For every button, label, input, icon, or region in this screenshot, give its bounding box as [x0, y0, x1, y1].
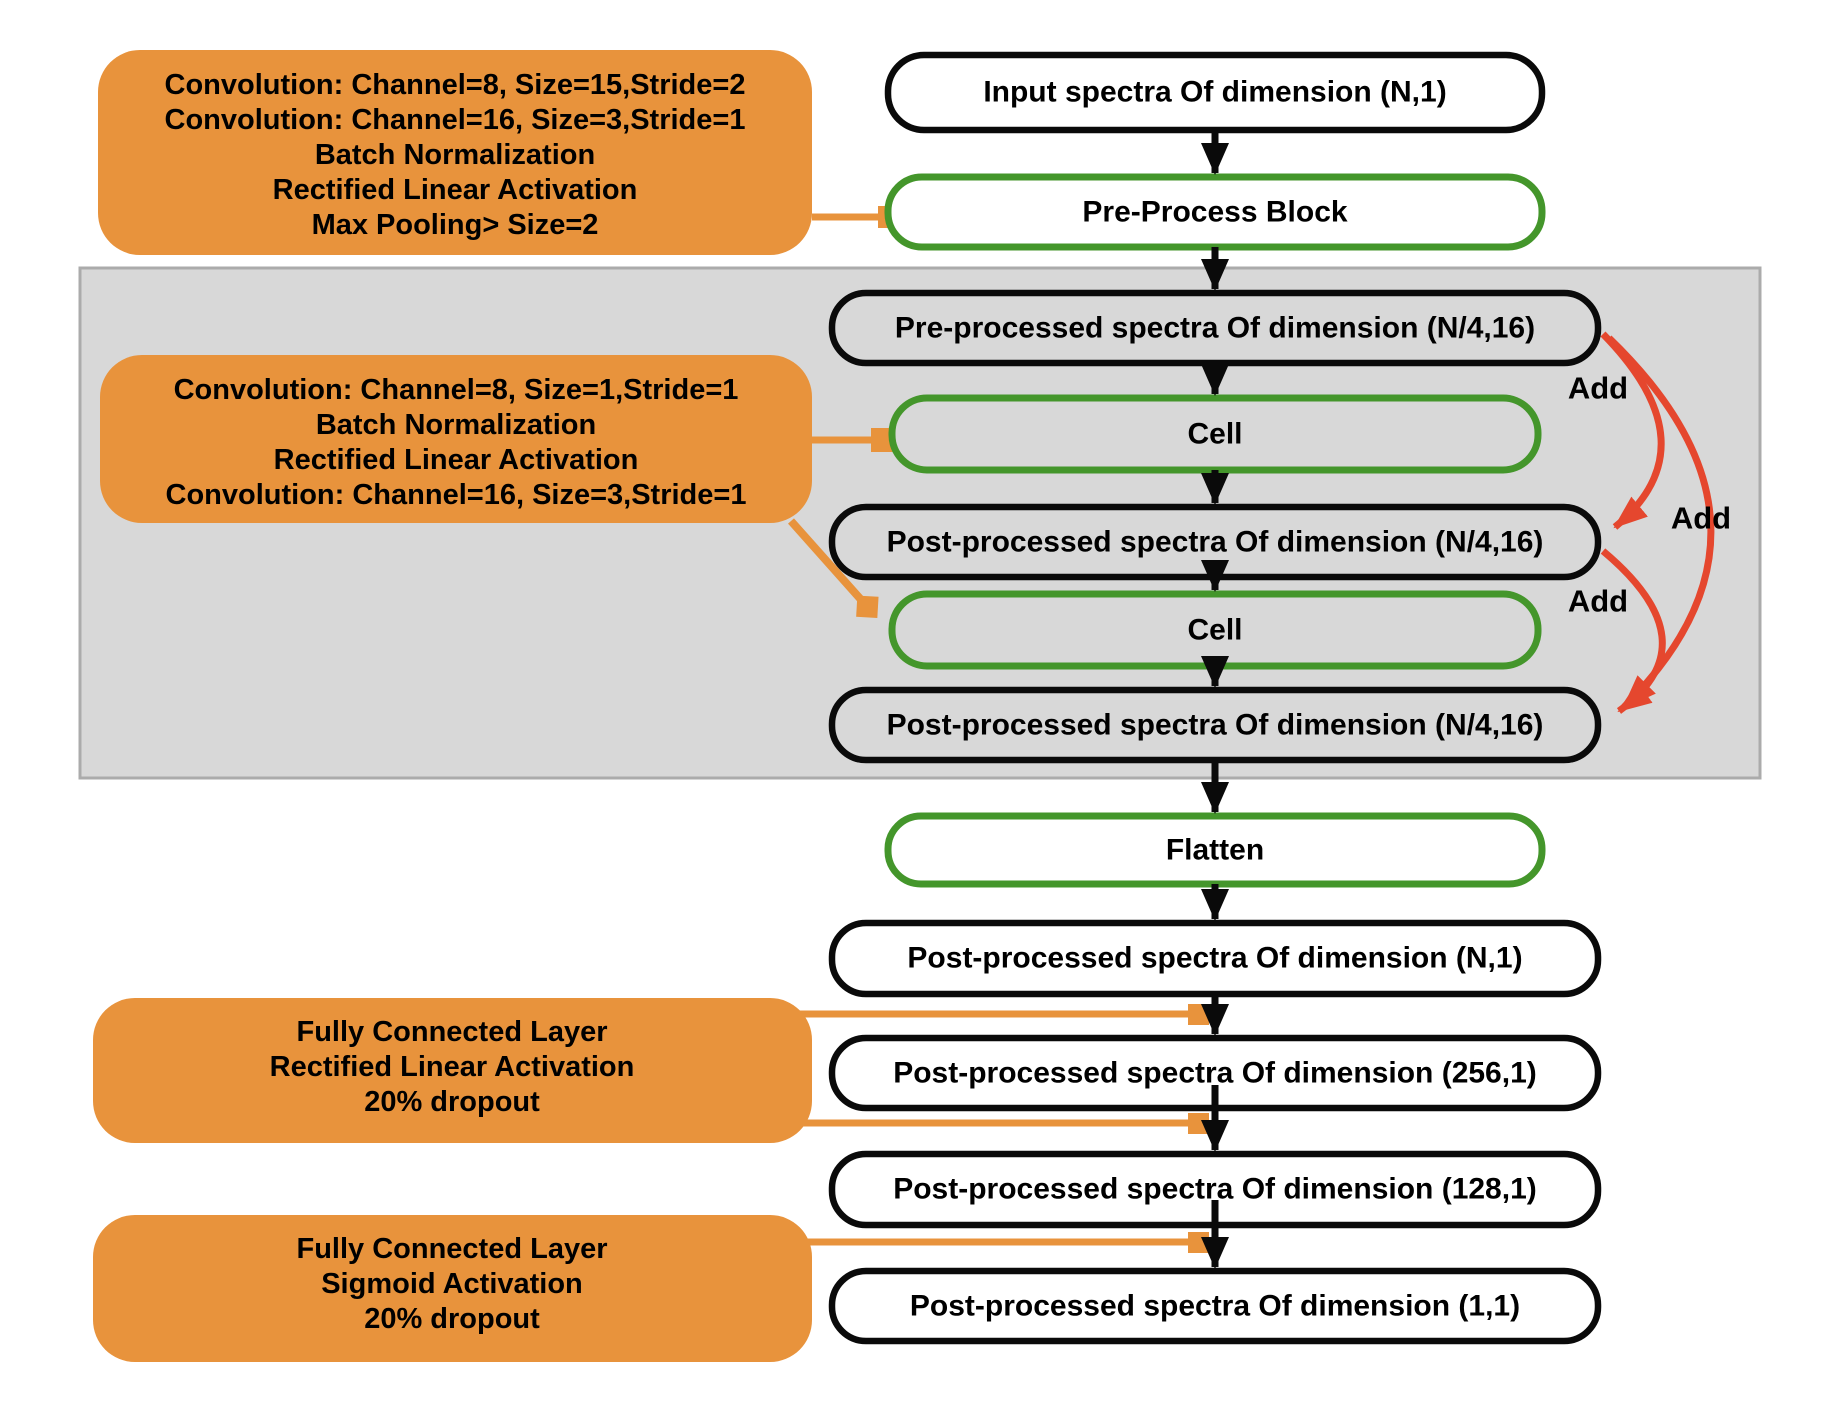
annotation-line: Batch Normalization — [315, 139, 595, 171]
node-label: Pre-Process Block — [1082, 196, 1347, 229]
annotation-line: Convolution: Channel=8, Size=15,Stride=2 — [165, 69, 746, 101]
annotation-line: 20% dropout — [364, 1086, 540, 1118]
annotation-fc-relu: Fully Connected Layer Rectified Linear A… — [93, 998, 812, 1143]
annotation-line: Fully Connected Layer — [296, 1233, 607, 1265]
add-arrow — [1600, 548, 1666, 714]
node-label: Cell — [1187, 418, 1242, 451]
node-label: Input spectra Of dimension (N,1) — [983, 76, 1446, 109]
annotation-box — [100, 355, 812, 523]
node-postprocessed-1-1 — [828, 1267, 1602, 1345]
node-label: Post-processed spectra Of dimension (N,1… — [907, 942, 1522, 975]
connector-endpoint — [1188, 1113, 1209, 1134]
annotation-line: Rectified Linear Activation — [273, 174, 638, 206]
annotation-cell-params: Convolution: Channel=8, Size=1,Stride=1 … — [100, 355, 812, 523]
add-label: Add — [1671, 501, 1731, 536]
annotation-line: Convolution: Channel=16, Size=3,Stride=1 — [165, 104, 746, 136]
annotation-box — [98, 50, 812, 255]
annotation-fc-sigmoid: Fully Connected Layer Sigmoid Activation… — [93, 1215, 812, 1362]
node-label: Pre-processed spectra Of dimension (N/4,… — [895, 312, 1535, 345]
annotation-box — [93, 998, 812, 1143]
add-label: Add — [1568, 371, 1628, 406]
connector-endpoint — [1188, 1232, 1209, 1253]
annotation-line: 20% dropout — [364, 1303, 540, 1335]
connector-diagonal-arrow — [788, 518, 879, 618]
node-label: Flatten — [1166, 834, 1264, 867]
node-label: Post-processed spectra Of dimension (1,1… — [910, 1290, 1520, 1323]
annotation-line: Max Pooling> Size=2 — [312, 209, 599, 241]
annotation-line: Batch Normalization — [316, 409, 596, 441]
annotation-line: Convolution: Channel=16, Size=3,Stride=1 — [166, 479, 747, 511]
annotation-line: Convolution: Channel=8, Size=1,Stride=1 — [174, 374, 739, 406]
annotation-box — [93, 1215, 812, 1362]
node-label: Post-processed spectra Of dimension (N/4… — [887, 526, 1544, 559]
add-label: Add — [1568, 584, 1628, 619]
connector-endpoint — [1188, 1004, 1209, 1025]
annotation-line: Rectified Linear Activation — [274, 444, 639, 476]
node-label: Post-processed spectra Of dimension (256… — [893, 1057, 1537, 1090]
annotation-connectors — [770, 206, 1209, 1253]
node-label: Cell — [1187, 614, 1242, 647]
annotation-line: Sigmoid Activation — [321, 1268, 583, 1300]
add-arrow — [1606, 335, 1715, 710]
annotation-line: Rectified Linear Activation — [270, 1051, 635, 1083]
annotation-line: Fully Connected Layer — [296, 1016, 607, 1048]
annotation-preprocess-params: Convolution: Channel=8, Size=15,Stride=2… — [98, 50, 812, 255]
skip-connections: Add Add Add — [1568, 331, 1731, 714]
node-label: Post-processed spectra Of dimension (N/4… — [887, 709, 1544, 742]
